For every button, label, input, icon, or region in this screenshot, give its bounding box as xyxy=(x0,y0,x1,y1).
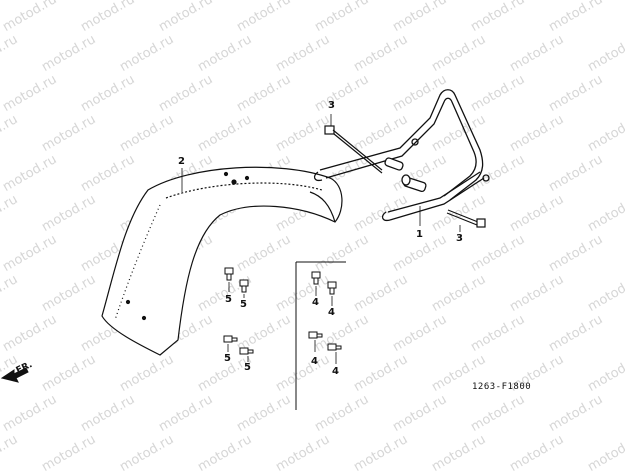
callout-rear-fender: 2 xyxy=(178,156,185,167)
nut-a[interactable] xyxy=(224,267,234,281)
bolt-upper[interactable] xyxy=(324,125,383,174)
nut-g[interactable] xyxy=(308,331,323,339)
callout-bolt-upper: 3 xyxy=(328,100,335,111)
rear-fender[interactable] xyxy=(101,166,343,356)
nut-c[interactable] xyxy=(223,335,238,343)
nut-d[interactable] xyxy=(239,347,254,355)
callout-nut-d: 5 xyxy=(244,362,251,373)
callout-nut-c: 5 xyxy=(224,353,231,364)
callout-nut-f: 4 xyxy=(328,307,335,318)
callout-grab-rail: 1 xyxy=(416,229,423,240)
nut-e[interactable] xyxy=(311,271,321,285)
callout-bolt-lower: 3 xyxy=(456,233,463,244)
inset-bracket xyxy=(295,261,346,410)
callout-nut-a: 5 xyxy=(225,294,232,305)
front-direction-arrow-icon xyxy=(0,367,29,383)
diagram-code: 1263-F1800 xyxy=(472,382,532,392)
nut-h[interactable] xyxy=(327,343,342,351)
callout-nut-h: 4 xyxy=(332,366,339,377)
nut-b[interactable] xyxy=(239,279,249,293)
callout-nut-e: 4 xyxy=(312,297,319,308)
callout-nut-g: 4 xyxy=(311,356,318,367)
grab-rail[interactable] xyxy=(313,89,490,222)
callout-nut-b: 5 xyxy=(240,299,247,310)
bolt-lower[interactable] xyxy=(446,209,486,228)
nut-f[interactable] xyxy=(327,281,337,295)
